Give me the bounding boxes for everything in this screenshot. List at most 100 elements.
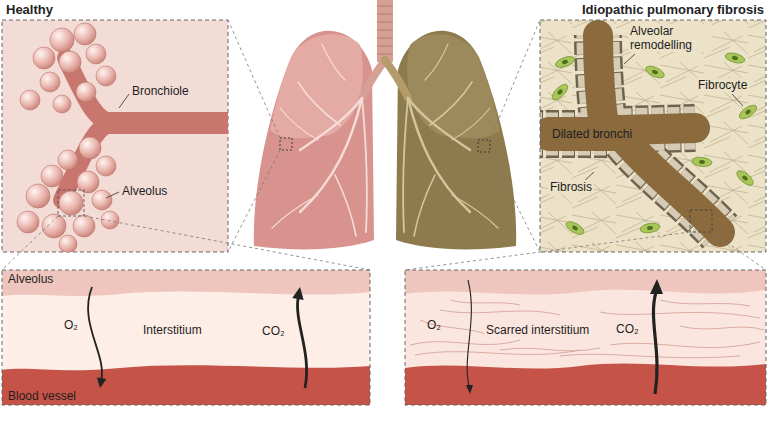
o2-arrow [467, 280, 471, 386]
part-label: Alveolus [122, 184, 167, 198]
fibrosis-panel-border [540, 20, 766, 252]
part-label: Fibrosis [548, 180, 594, 194]
alveolus-sac [96, 156, 116, 176]
arrow-head [466, 385, 473, 394]
zoom-line [228, 20, 280, 138]
panel-box: Healthy [2, 20, 228, 252]
bronchus-lumen [540, 117, 648, 151]
edge-label: O₂ [64, 318, 78, 332]
alveolus-sac [42, 214, 66, 238]
alveolus-band: Alveolus [2, 270, 370, 287]
interstitium-ground [2, 270, 370, 405]
part-label: Dilated bronchi [550, 127, 634, 141]
scar-fibres [410, 300, 764, 358]
alveolus-sac [58, 150, 78, 170]
remodelled-wall [540, 35, 720, 232]
band-label: Blood vessel [8, 389, 76, 403]
bronchiole-tree [17, 23, 228, 252]
alveolus-sac [41, 165, 63, 187]
panel-heading: Healthy [6, 2, 53, 18]
band-label: Scarred interstitium [484, 323, 591, 337]
zoom-line [490, 20, 540, 140]
interstitium-band: Interstitium [2, 289, 370, 386]
remodelled-wall [540, 35, 720, 232]
band-label: Interstitium [143, 323, 202, 337]
alveolus-sac [79, 137, 101, 159]
alveolus-sac [53, 95, 71, 113]
leader-line [732, 94, 743, 106]
arrow-head [650, 279, 663, 294]
leader-line [106, 192, 119, 198]
alveolus-sac [26, 184, 50, 208]
leader-line [624, 54, 635, 64]
alveolus-sac [59, 235, 77, 252]
trachea [377, 0, 393, 62]
alveolus-sac [96, 66, 116, 86]
zoom-box [280, 138, 292, 150]
scarred-ground [405, 270, 766, 405]
lung-lobe [407, 34, 500, 138]
bronchus-lumen [540, 35, 720, 232]
panel-heading: Idiopathic pulmonary fibrosis [582, 2, 764, 18]
main-bronchus [362, 60, 385, 98]
alveolus-sac [59, 51, 81, 73]
blood-vessel-band: Blood vessel [2, 388, 370, 405]
leader-line [119, 94, 129, 108]
zoom-box [690, 210, 712, 232]
part-label: Alveolar remodelling [628, 24, 712, 52]
alveolus-sac [86, 44, 106, 64]
bronchiole-tube [110, 112, 228, 134]
zoom-box [58, 190, 84, 216]
alveolus-sac [74, 23, 96, 45]
zoom-box [478, 140, 490, 152]
bronchial-tree [272, 44, 367, 236]
alveolus-sac [50, 28, 74, 52]
blood-vessel-wall [405, 363, 766, 405]
alveolus-sac [92, 190, 112, 210]
connector-line [88, 287, 102, 379]
o2-arrow [88, 287, 106, 388]
arrow-head [292, 287, 303, 300]
fibrotic-lung [396, 31, 516, 250]
gas-label: CO₂ [614, 322, 641, 336]
band-label: Alveolus [8, 272, 53, 286]
zoom-line [2, 216, 58, 270]
blood-vessel-wall [2, 365, 370, 405]
healthy-panel [2, 20, 228, 252]
zoom-line [405, 232, 690, 270]
scarred-interstitium-band: Scarred interstitium [405, 300, 766, 358]
connector-line [298, 298, 307, 388]
healthy-lung [254, 31, 374, 250]
co2-arrow [292, 287, 306, 388]
alveolus-wall [405, 270, 766, 295]
trachea-rings [377, 6, 393, 54]
alveolus-sac [73, 215, 95, 237]
co2-arrow [653, 292, 657, 394]
gas-label: O₂ [427, 318, 441, 332]
lungs [254, 0, 516, 249]
alveolus-wall [2, 270, 370, 296]
edge-label: CO₂ [262, 324, 285, 338]
main-bronchus [385, 60, 408, 98]
fibrocytes [550, 51, 759, 237]
bronchial-tree [403, 44, 498, 236]
zoom-line [712, 232, 766, 270]
alveolus-sac [76, 82, 96, 102]
arrow-head [97, 377, 106, 388]
membrane-panel [2, 270, 370, 405]
lung-lobe [270, 34, 363, 138]
part-label: Bronchiole [132, 84, 189, 98]
alveolus-sac [33, 47, 55, 69]
zoom-line [228, 150, 280, 252]
part-label: Fibrocyte [696, 78, 749, 92]
dilated-bronchi-shape [540, 35, 720, 232]
scarred-panel [405, 270, 766, 405]
alveolus-sac [20, 90, 40, 110]
alveolus-sac [17, 211, 39, 233]
zoom-line [490, 152, 540, 252]
alveolus-sac [59, 191, 83, 215]
